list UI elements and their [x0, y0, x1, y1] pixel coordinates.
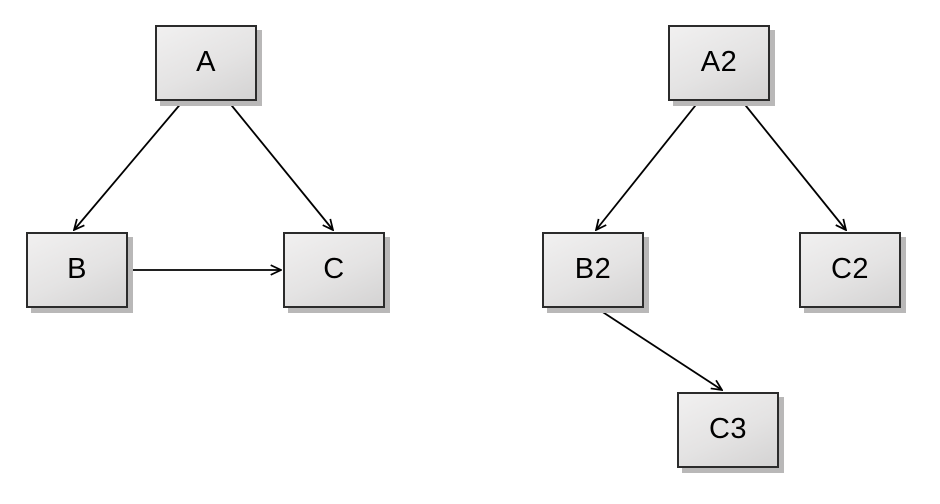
edge-a-to-c: [227, 100, 333, 230]
edge-b2-to-c3: [594, 306, 722, 390]
node-a2-label: A2: [700, 45, 738, 78]
node-c2-label: C2: [830, 252, 870, 285]
node-b[interactable]: B: [26, 232, 128, 308]
node-a-label: A: [196, 45, 216, 78]
node-c-label: C: [323, 252, 345, 285]
node-b2-label: B2: [574, 252, 612, 285]
node-c[interactable]: C: [283, 232, 385, 308]
node-b2[interactable]: B2: [542, 232, 644, 308]
node-a[interactable]: A: [155, 25, 257, 101]
node-c3-label: C3: [708, 412, 748, 445]
edge-a2-to-b2: [596, 100, 700, 230]
edge-a2-to-c2: [741, 100, 846, 230]
node-c2[interactable]: C2: [799, 232, 901, 308]
edge-a-to-b: [74, 100, 184, 230]
node-a2[interactable]: A2: [668, 25, 770, 101]
node-c3[interactable]: C3: [677, 392, 779, 468]
node-b-label: B: [67, 252, 87, 285]
